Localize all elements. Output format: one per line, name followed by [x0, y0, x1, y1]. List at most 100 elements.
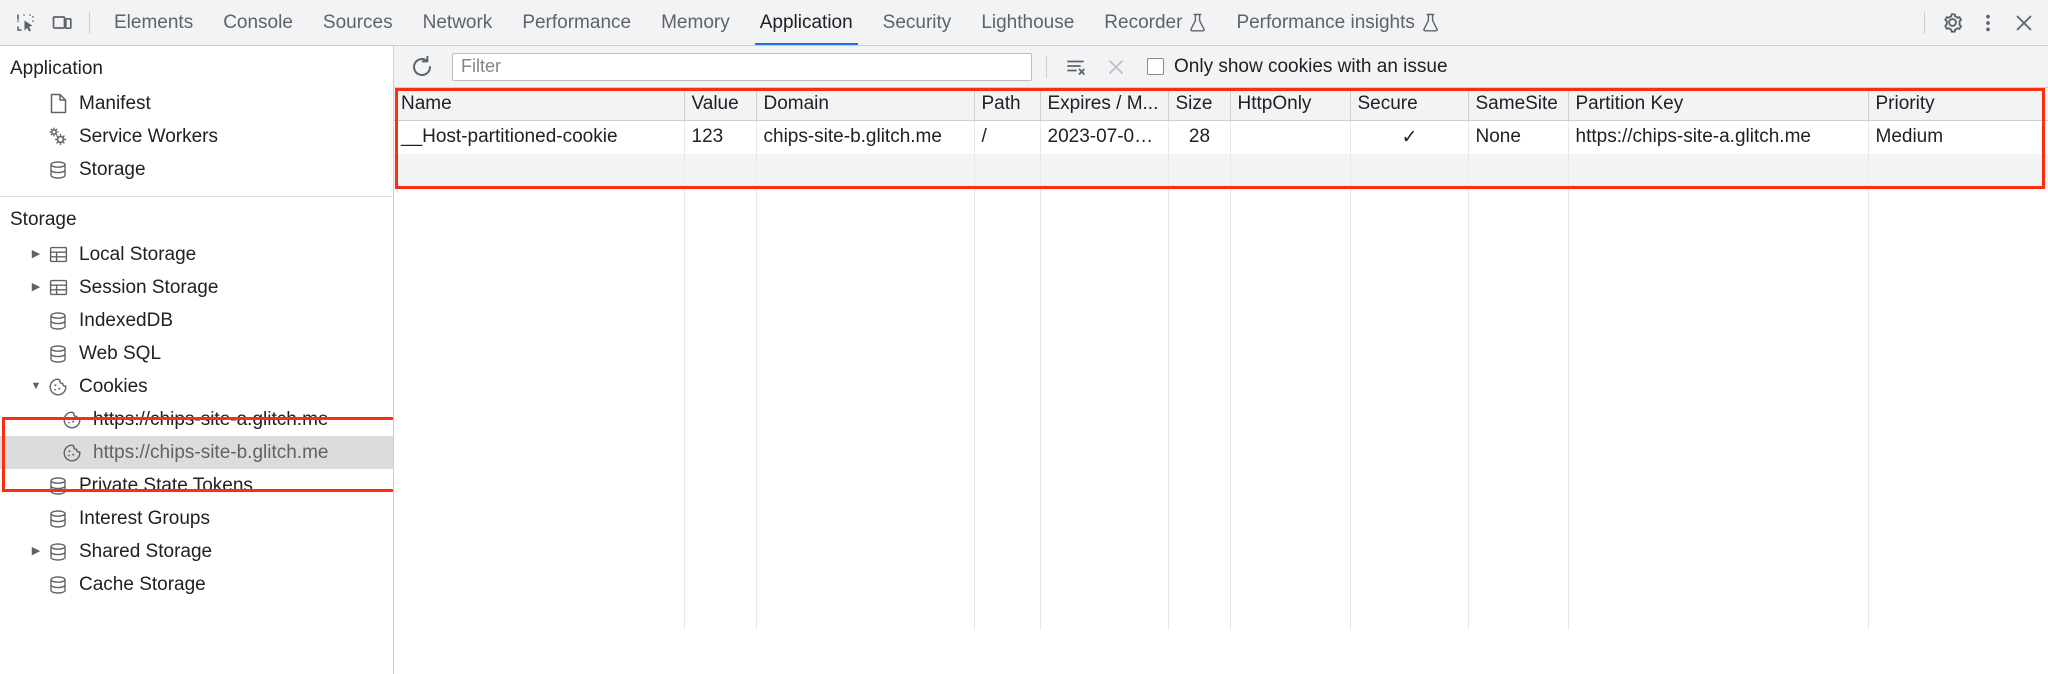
sidebar-item-cookies[interactable]: ▼ Cookies	[0, 370, 393, 403]
empty-row	[394, 358, 2048, 392]
empty-cell	[1230, 460, 1351, 494]
empty-cell	[1230, 426, 1351, 460]
tab-memory[interactable]: Memory	[646, 0, 745, 45]
database-icon	[46, 542, 70, 562]
chevron-right-icon[interactable]: ▶	[31, 248, 41, 260]
inspect-element-icon[interactable]	[8, 6, 44, 40]
column-header-size[interactable]: Size	[1168, 88, 1231, 121]
only-show-issues-checkbox[interactable]: Only show cookies with an issue	[1147, 56, 1448, 78]
tab-lighthouse[interactable]: Lighthouse	[966, 0, 1089, 45]
sidebar-item-label: https://chips-site-b.glitch.me	[93, 442, 329, 463]
empty-cell	[1568, 154, 1869, 188]
empty-cell	[756, 222, 975, 256]
sidebar-item-indexeddb[interactable]: ▶ IndexedDB	[0, 304, 393, 337]
sidebar-item-shared-storage[interactable]: ▶ Shared Storage	[0, 535, 393, 568]
empty-row	[394, 392, 2048, 426]
sidebar-item-local-storage[interactable]: ▶ Local Storage	[0, 238, 393, 271]
sidebar-item-storage[interactable]: ▶ Storage	[0, 153, 393, 186]
empty-cell	[684, 528, 757, 562]
empty-cell	[1568, 290, 1869, 324]
chevron-right-icon[interactable]: ▶	[31, 281, 41, 293]
chevron-down-icon[interactable]: ▼	[30, 380, 42, 392]
sidebar-item-cookies-chips-site-a[interactable]: https://chips-site-a.glitch.me	[0, 403, 393, 436]
column-header-samesite[interactable]: SameSite	[1468, 88, 1569, 121]
empty-cell	[1350, 188, 1469, 222]
sidebar-item-manifest[interactable]: ▶ Manifest	[0, 87, 393, 120]
devtools-body: Application ▶ Manifest ▶ Serv	[0, 46, 2048, 674]
tab-console[interactable]: Console	[208, 0, 308, 45]
sidebar-item-private-state-tokens[interactable]: ▶ Private State Tokens	[0, 469, 393, 502]
empty-cell	[1468, 596, 1569, 630]
cell-secure: ✓	[1350, 120, 1469, 154]
sidebar-item-web-sql[interactable]: ▶ Web SQL	[0, 337, 393, 370]
empty-cell	[1040, 256, 1169, 290]
empty-cell	[974, 324, 1041, 358]
clear-filtered-icon[interactable]	[1061, 53, 1091, 81]
sidebar-item-cookies-chips-site-b[interactable]: https://chips-site-b.glitch.me	[0, 436, 393, 469]
tab-label: Sources	[322, 11, 393, 33]
empty-cell	[1468, 460, 1569, 494]
tab-recorder[interactable]: Recorder	[1089, 0, 1221, 45]
empty-cell	[1868, 222, 2048, 256]
empty-cell	[1168, 290, 1231, 324]
empty-cell	[1868, 392, 2048, 426]
filter-placeholder-text: Filter	[461, 56, 501, 76]
checkbox-box[interactable]	[1147, 58, 1164, 75]
cell-httponly	[1230, 120, 1351, 154]
tab-network[interactable]: Network	[408, 0, 508, 45]
refresh-icon[interactable]	[408, 53, 436, 81]
column-header-path[interactable]: Path	[974, 88, 1041, 121]
device-toolbar-icon[interactable]	[44, 6, 80, 40]
empty-row	[394, 528, 2048, 562]
gear-icon[interactable]	[1934, 6, 1970, 40]
empty-cell	[684, 562, 757, 596]
empty-cell	[1168, 222, 1231, 256]
tab-sources[interactable]: Sources	[308, 0, 408, 45]
sidebar-item-session-storage[interactable]: ▶ Session Storage	[0, 271, 393, 304]
tab-security[interactable]: Security	[868, 0, 967, 45]
empty-cell	[974, 528, 1041, 562]
close-icon[interactable]	[2006, 6, 2042, 40]
column-header-priority[interactable]: Priority	[1868, 88, 2048, 121]
sidebar-item-cache-storage[interactable]: ▶ Cache Storage	[0, 568, 393, 601]
cookies-datagrid: Name Value Domain Path Expires / M... Si…	[394, 88, 2048, 630]
sidebar-item-service-workers[interactable]: ▶ Service Workers	[0, 120, 393, 153]
empty-cell	[394, 256, 685, 290]
empty-cell	[1568, 324, 1869, 358]
sidebar-item-label: Service Workers	[79, 126, 219, 147]
empty-cell	[1468, 494, 1569, 528]
sidebar-item-label: IndexedDB	[79, 310, 174, 331]
column-header-domain[interactable]: Domain	[756, 88, 975, 121]
more-vertical-icon[interactable]	[1970, 6, 2006, 40]
sidebar-item-interest-groups[interactable]: ▶ Interest Groups	[0, 502, 393, 535]
clear-all-x-icon[interactable]	[1101, 53, 1131, 81]
tab-label: Lighthouse	[981, 11, 1075, 33]
empty-cell	[1568, 426, 1869, 460]
column-header-expires[interactable]: Expires / M...	[1040, 88, 1169, 121]
empty-cell	[684, 460, 757, 494]
tab-performance-insights[interactable]: Performance insights	[1221, 0, 1453, 45]
tab-label: Console	[223, 11, 293, 33]
empty-cell	[974, 358, 1041, 392]
sidebar-divider	[0, 196, 393, 197]
empty-cell	[1230, 494, 1351, 528]
column-header-partition-key[interactable]: Partition Key	[1568, 88, 1869, 121]
empty-cell	[1230, 562, 1351, 596]
tab-elements[interactable]: Elements	[99, 0, 208, 45]
empty-cell	[756, 392, 975, 426]
tab-performance[interactable]: Performance	[507, 0, 646, 45]
empty-cell	[1350, 528, 1469, 562]
table-row[interactable]: __Host-partitioned-cookie 123 chips-site…	[394, 120, 2048, 154]
column-header-name[interactable]: Name	[394, 88, 685, 121]
column-header-httponly[interactable]: HttpOnly	[1230, 88, 1351, 121]
column-header-secure[interactable]: Secure	[1350, 88, 1469, 121]
devtools-main-toolbar: Elements Console Sources Network Perform…	[0, 0, 2048, 46]
chevron-right-icon[interactable]: ▶	[31, 545, 41, 557]
empty-cell	[756, 460, 975, 494]
filter-input[interactable]: Filter	[452, 52, 1032, 81]
empty-cell	[756, 426, 975, 460]
sidebar-section-application-title: Application	[10, 58, 103, 79]
tab-application[interactable]: Application	[745, 0, 868, 45]
empty-cell	[974, 290, 1041, 324]
column-header-value[interactable]: Value	[684, 88, 757, 121]
